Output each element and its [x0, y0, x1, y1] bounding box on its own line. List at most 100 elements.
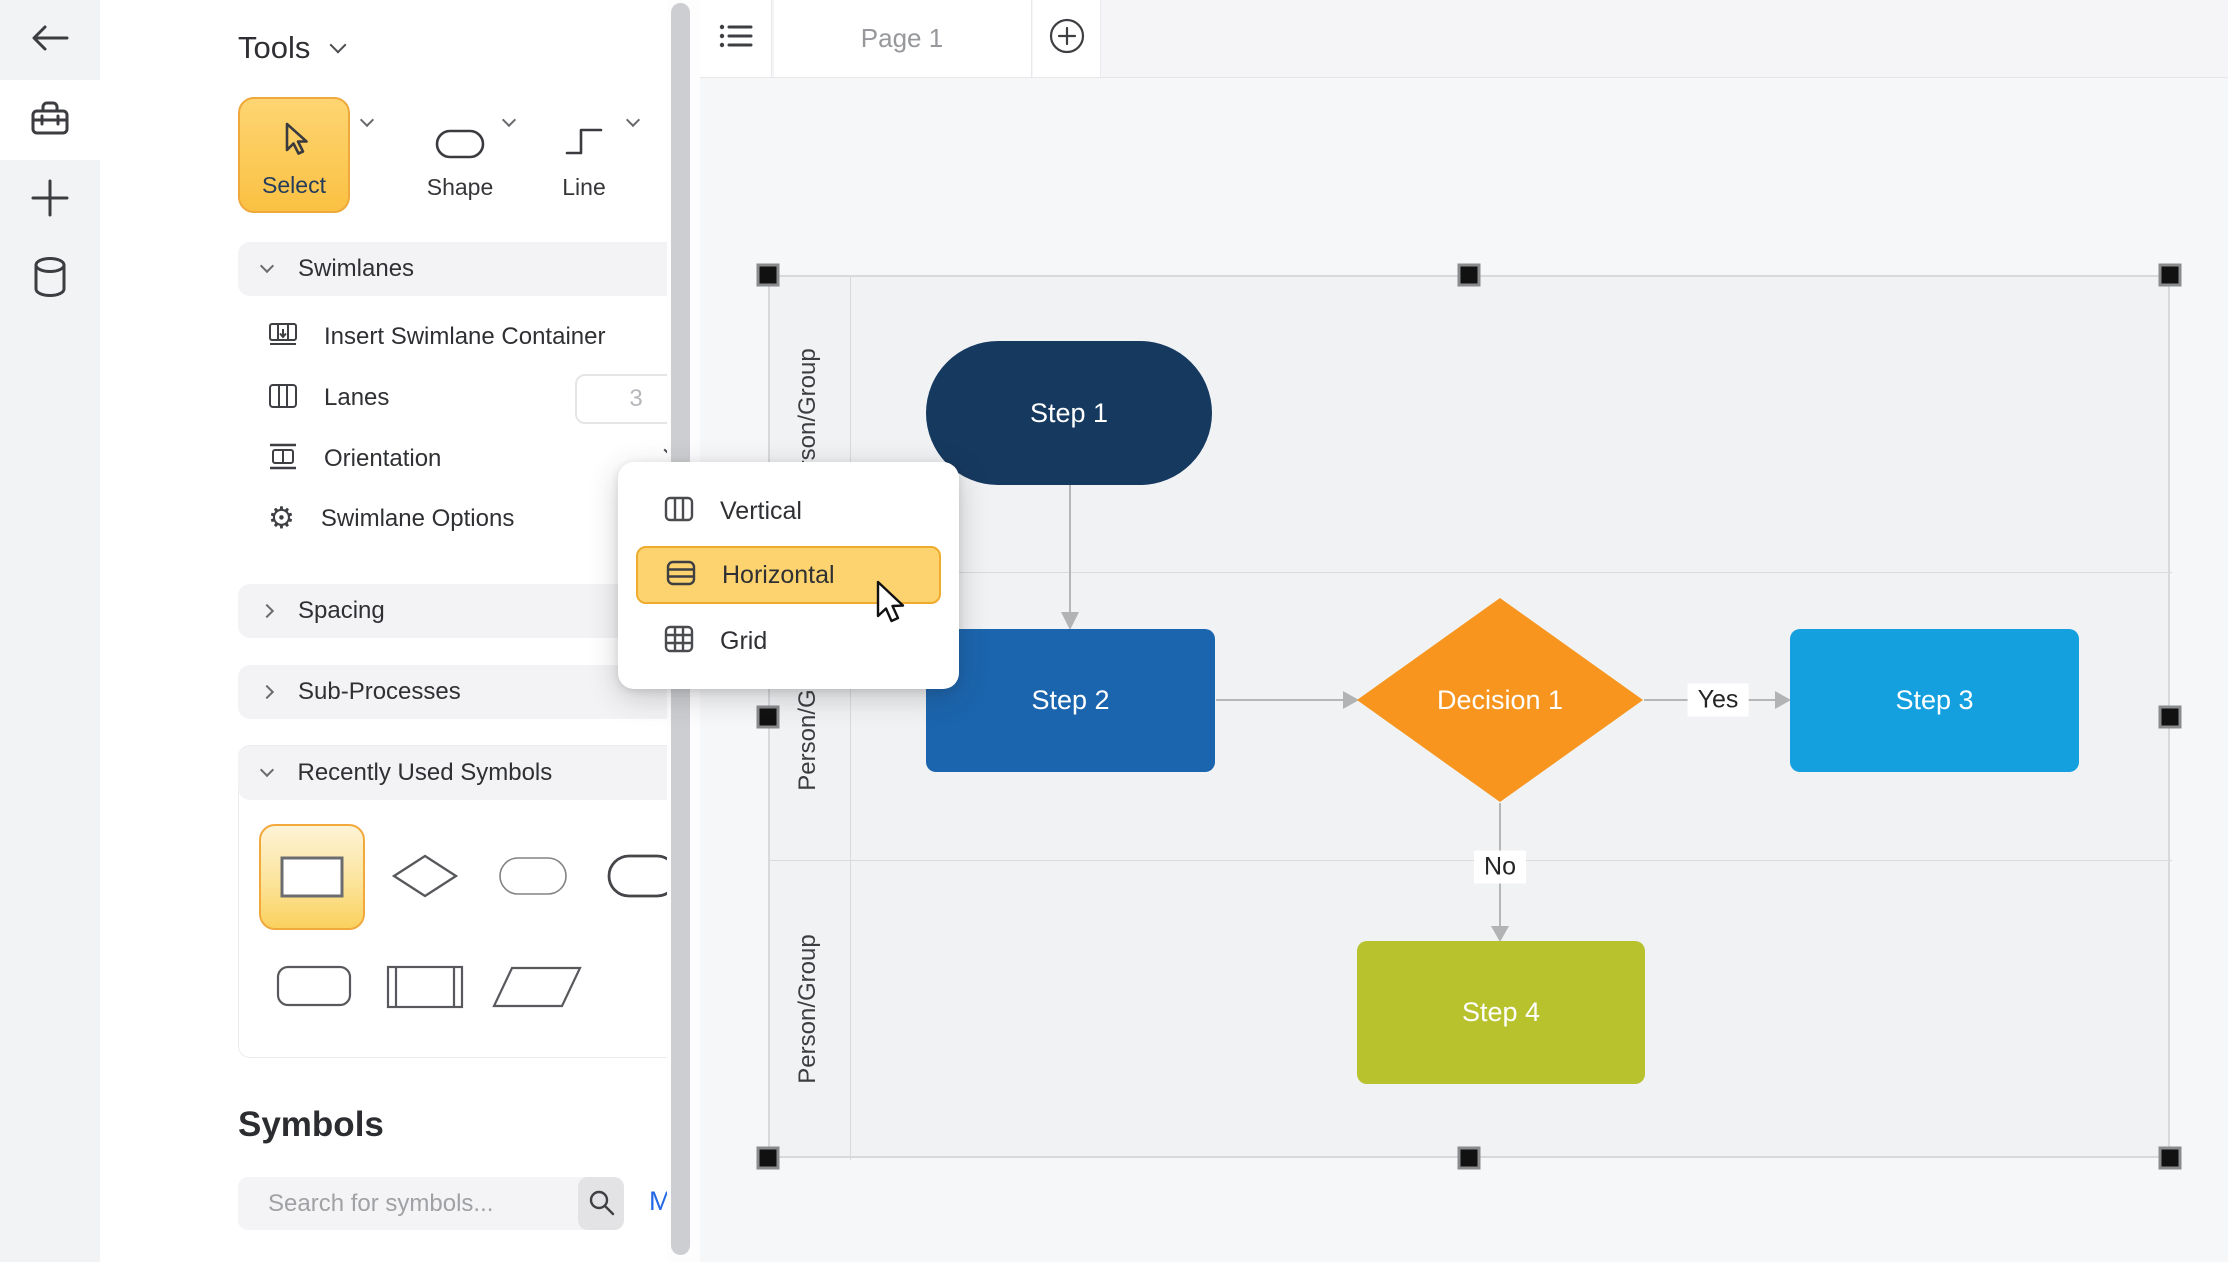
selection-handle-bottom-center[interactable] — [1460, 1149, 1478, 1167]
data-tab[interactable] — [0, 240, 100, 320]
shape-tool-label: Shape — [426, 174, 494, 200]
back-arrow-icon — [27, 20, 73, 61]
select-dropdown-chevron[interactable] — [359, 112, 375, 128]
back-button[interactable] — [0, 0, 100, 80]
toolbox-icon — [26, 96, 74, 145]
cursor-icon — [274, 119, 314, 164]
node-step-1[interactable]: Step 1 — [926, 341, 1212, 485]
selection-handle-top-center[interactable] — [1460, 266, 1478, 284]
chevron-down-icon — [329, 36, 347, 54]
symbol-search-input[interactable] — [238, 1177, 578, 1230]
symbol-rectangle-selected[interactable] — [259, 824, 365, 930]
tool-buttons-row: Select Shape Line T Text — [238, 97, 727, 217]
shape-tool-button[interactable]: Shape — [410, 97, 510, 213]
tab-page-1[interactable]: Page 1 — [773, 0, 1032, 77]
node-step-4[interactable]: Step 4 — [1357, 941, 1645, 1084]
selection-handle-top-right[interactable] — [2161, 266, 2179, 284]
page-list-button[interactable] — [700, 0, 772, 77]
lanes-item[interactable]: Lanes — [268, 376, 389, 420]
left-icon-rail — [0, 0, 100, 1262]
section-spacing-label: Spacing — [298, 597, 385, 624]
node-step-4-label: Step 4 — [1461, 997, 1541, 1027]
select-tool-label: Select — [262, 172, 326, 198]
orientation-item[interactable]: Orientation — [268, 437, 441, 481]
lane-divider — [770, 572, 2172, 573]
page-tab-label: Page 1 — [860, 22, 944, 53]
tools-panel-header[interactable]: Tools — [238, 30, 347, 66]
selection-handle-bottom-right[interactable] — [2161, 1149, 2179, 1167]
gear-icon: ⚙ — [268, 502, 295, 535]
menu-item-grid[interactable]: Grid — [636, 612, 941, 670]
node-step-3-label: Step 3 — [1895, 685, 1974, 715]
page-tab-bar: Page 1 — [700, 0, 2228, 78]
orientation-icon — [268, 443, 298, 476]
list-icon — [719, 21, 753, 56]
symbol-predefined-process[interactable] — [385, 964, 465, 1010]
line-tool-button[interactable]: Line — [534, 97, 634, 213]
lane-divider — [770, 860, 2172, 861]
add-page-button[interactable] — [1033, 0, 1101, 77]
insert-swimlane-container-item[interactable]: Insert Swimlane Container — [268, 315, 605, 359]
symbol-search-bar — [238, 1177, 624, 1230]
select-tool-button[interactable]: Select — [238, 97, 350, 213]
section-swimlanes-label: Swimlanes — [298, 255, 415, 282]
swimlane-options-label: Swimlane Options — [320, 505, 515, 532]
menu-item-horizontal[interactable]: Horizontal — [636, 546, 941, 604]
lane-header-divider — [850, 277, 851, 1160]
chevron-right-icon — [259, 603, 275, 619]
diamond-shape — [1357, 598, 1643, 802]
menu-item-grid-label: Grid — [720, 626, 768, 655]
recently-used-symbols-card: Recently Used Symbols — [237, 745, 735, 1058]
node-step-3[interactable]: Step 3 — [1790, 629, 2079, 772]
tools-panel-title: Tools — [238, 30, 311, 65]
add-tab[interactable] — [0, 160, 100, 240]
symbol-diamond[interactable] — [391, 850, 459, 902]
stadium-icon — [433, 127, 487, 166]
database-icon — [29, 255, 71, 306]
selection-handle-middle-right[interactable] — [2161, 708, 2179, 726]
lanes-icon — [268, 383, 298, 414]
tools-panel: Tools Select Shape L — [100, 0, 756, 1262]
section-swimlanes[interactable]: Swimlanes — [238, 242, 735, 296]
menu-item-horizontal-label: Horizontal — [722, 560, 835, 589]
chevron-right-icon — [259, 684, 275, 700]
edge-label-yes[interactable]: Yes — [1687, 683, 1749, 717]
selection-handle-top-left[interactable] — [759, 266, 777, 284]
symbol-search-button[interactable] — [578, 1177, 624, 1230]
grid-icon — [664, 625, 694, 658]
toolbox-tab[interactable] — [0, 80, 100, 160]
section-recently-used[interactable]: Recently Used Symbols — [237, 746, 735, 800]
menu-item-vertical[interactable]: Vertical — [636, 482, 941, 540]
orientation-label: Orientation — [324, 445, 442, 472]
menu-item-vertical-label: Vertical — [720, 496, 802, 525]
symbols-title: Symbols — [238, 1105, 384, 1144]
chevron-down-icon — [259, 762, 274, 778]
insert-swimlane-icon — [268, 320, 298, 355]
lanes-label: Lanes — [324, 384, 390, 411]
symbol-stadium[interactable] — [497, 854, 569, 898]
node-step-2[interactable]: Step 2 — [926, 629, 1215, 772]
columns-icon — [664, 495, 694, 528]
plus-circle-outline-icon — [1047, 16, 1087, 61]
section-recently-used-label: Recently Used Symbols — [297, 759, 553, 786]
search-icon — [586, 1187, 616, 1220]
symbol-rounded-rectangle[interactable] — [275, 964, 353, 1008]
line-tool-label: Line — [562, 174, 606, 200]
insert-swimlane-label: Insert Swimlane Container — [324, 323, 606, 350]
edge-label-no[interactable]: No — [1474, 850, 1526, 884]
selection-handle-middle-left[interactable] — [759, 708, 777, 726]
chevron-down-icon — [259, 258, 275, 274]
node-decision-1-label: Decision 1 — [1436, 684, 1564, 715]
elbow-line-icon — [561, 121, 607, 166]
lane-label-3: Person/Group — [794, 934, 821, 1084]
symbol-parallelogram[interactable] — [491, 964, 583, 1010]
node-step-1-label: Step 1 — [1029, 397, 1109, 428]
swimlane-options-item[interactable]: ⚙ Swimlane Options — [268, 497, 514, 541]
selection-handle-bottom-left[interactable] — [759, 1149, 777, 1167]
rows-icon — [666, 559, 696, 592]
node-decision-1[interactable]: Decision 1 — [1357, 598, 1643, 802]
orientation-dropdown-menu: Vertical Horizontal Grid — [618, 462, 959, 689]
node-step-2-label: Step 2 — [1031, 685, 1110, 715]
section-sub-processes-label: Sub-Processes — [298, 678, 461, 705]
